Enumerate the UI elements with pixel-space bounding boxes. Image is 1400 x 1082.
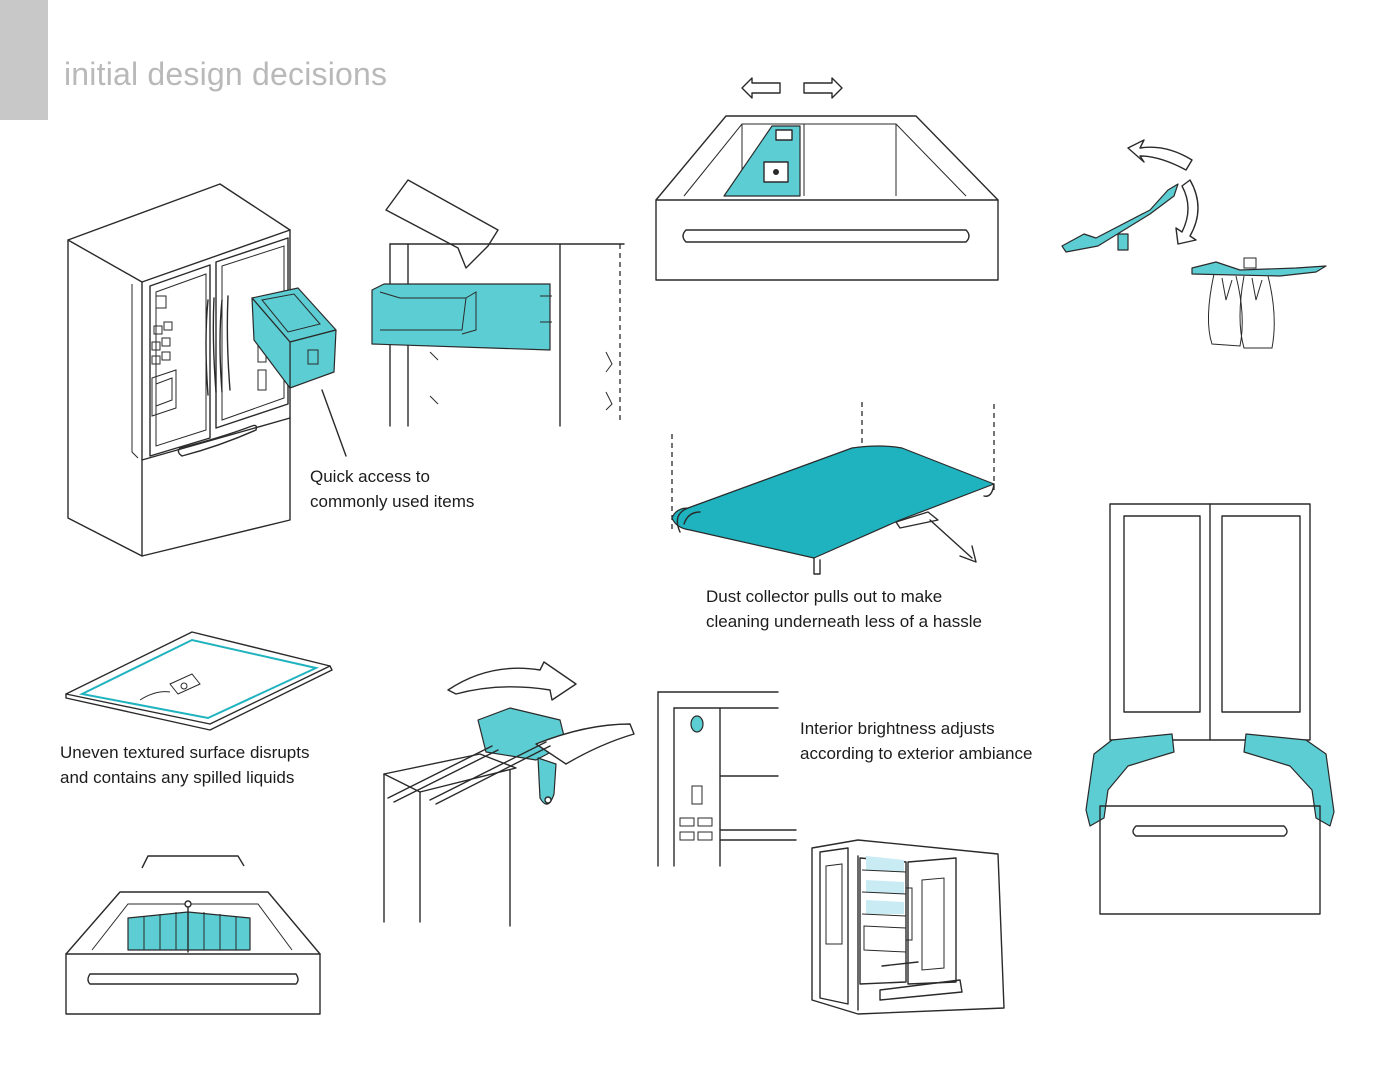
open-fridge-lit-interior-sketch (811, 839, 1005, 1015)
door-shelf-sketch (371, 179, 625, 427)
caption-interior-brightness-line1: Interior brightness adjusts (800, 719, 995, 738)
folding-bag-hanger-sketch (1061, 139, 1327, 349)
caption-quick-access: Quick access to commonly used items (310, 464, 474, 514)
caption-quick-access-line2: commonly used items (310, 492, 475, 511)
caption-interior-brightness: Interior brightness adjusts according to… (800, 716, 1032, 766)
section-tab-marker (0, 0, 48, 120)
caption-dust-collector-line2: cleaning underneath less of a hassle (706, 612, 982, 631)
page-title: initial design decisions (64, 56, 388, 92)
drawer-organizer-sketch (65, 855, 321, 1015)
caption-textured-surface-line2: and contains any spilled liquids (60, 768, 295, 787)
fridge-quick-access-sketch (67, 183, 347, 557)
caption-interior-brightness-line2: according to exterior ambiance (800, 744, 1033, 763)
sliding-divider-drawer-sketch (655, 77, 999, 281)
dust-collector-sketch (671, 402, 995, 575)
caption-textured-surface-line1: Uneven textured surface disrupts (60, 743, 310, 762)
caption-quick-access-line1: Quick access to (310, 467, 430, 486)
caption-textured-surface: Uneven textured surface disrupts and con… (60, 740, 309, 790)
interior-panel-sketch (657, 691, 797, 867)
caption-dust-collector-line1: Dust collector pulls out to make (706, 587, 943, 606)
caption-dust-collector: Dust collector pulls out to make cleanin… (706, 584, 982, 634)
pullout-basket-sketch (383, 661, 635, 927)
tall-fridge-door-bins-sketch (1085, 503, 1335, 915)
textured-tray-sketch (65, 631, 333, 731)
